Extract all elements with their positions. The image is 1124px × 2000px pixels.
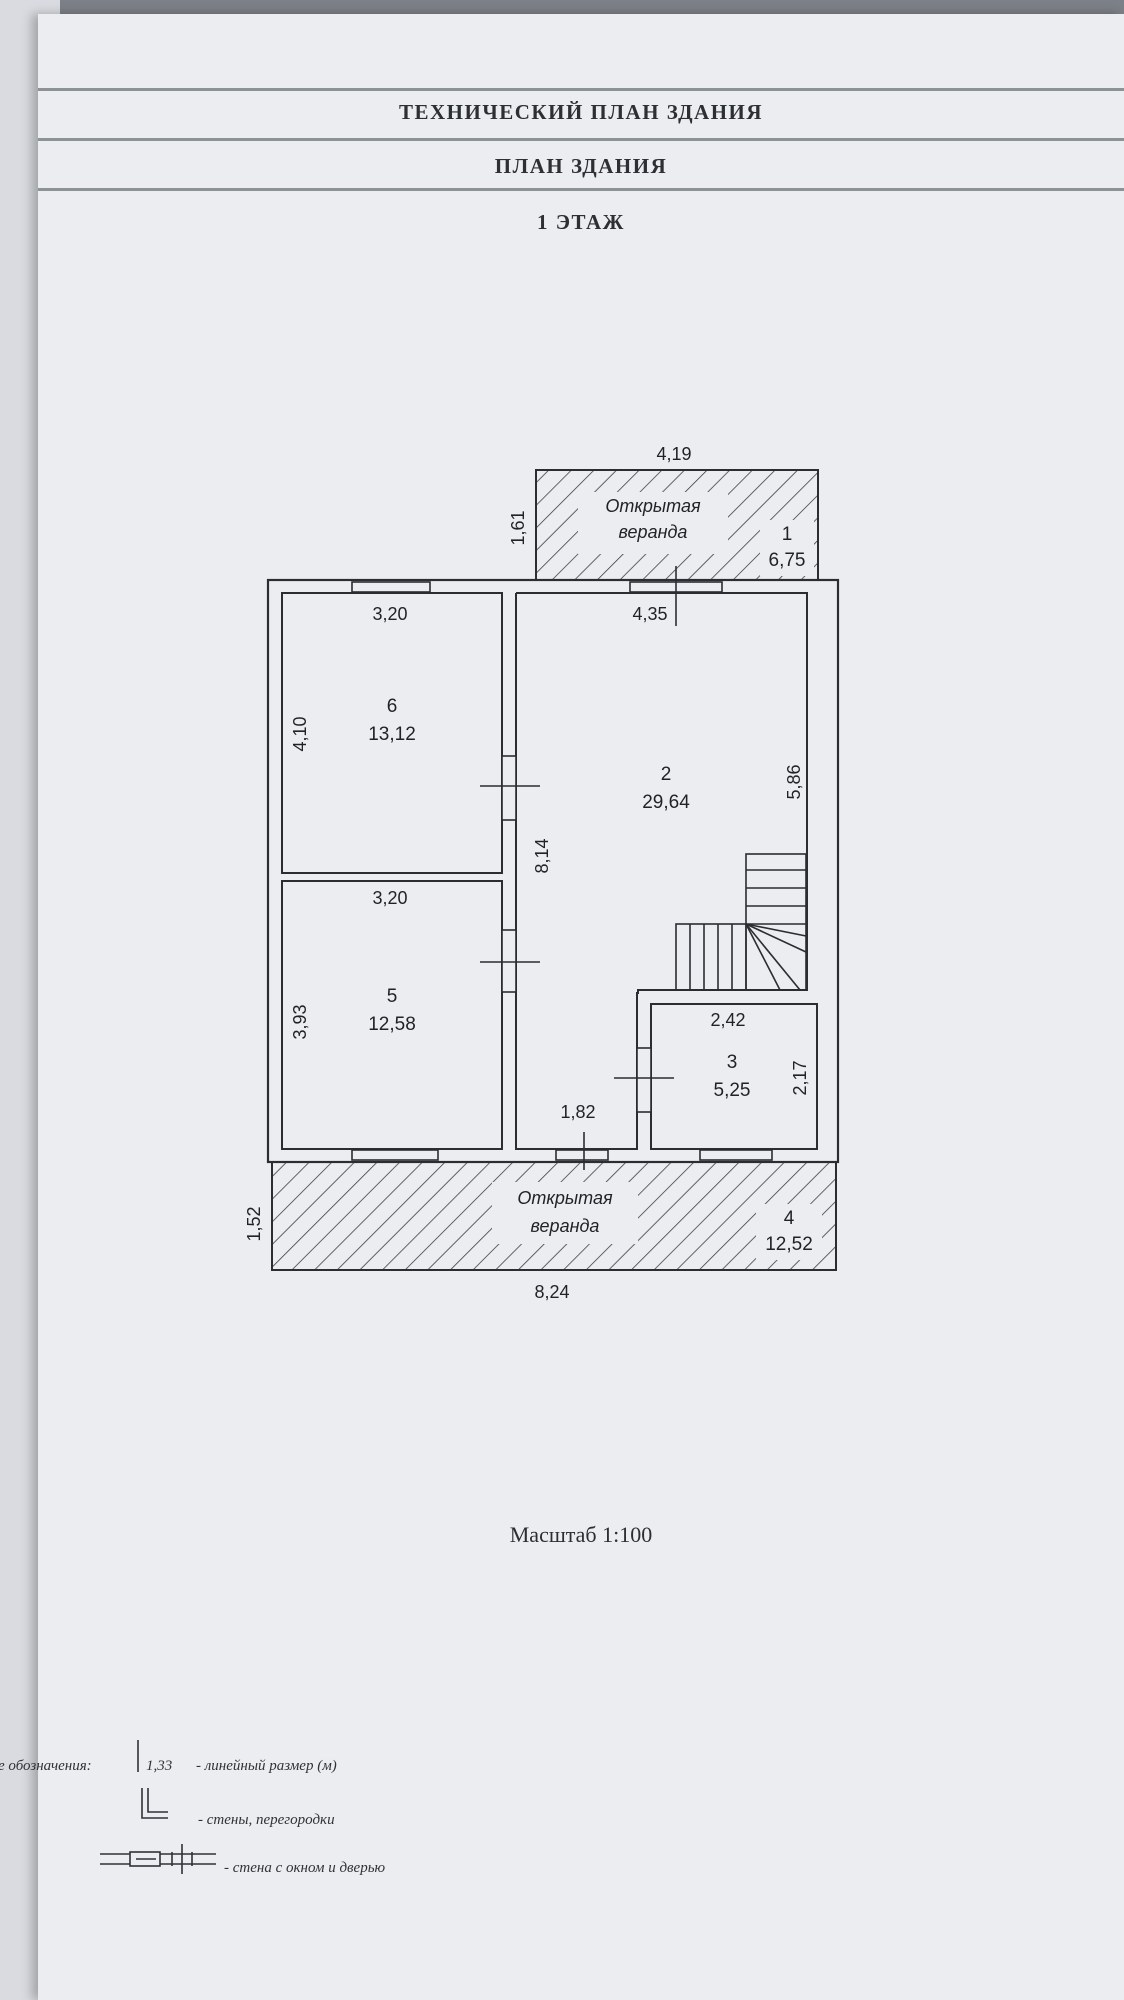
dim-top-veranda-depth: 1,61 — [508, 510, 528, 545]
legend-heading: е обозначения: — [0, 1758, 92, 1774]
room1-name-line2: веранда — [619, 522, 688, 542]
floor-label: 1 ЭТАЖ — [537, 210, 625, 234]
dim-room3-height: 2,17 — [790, 1060, 810, 1095]
dim-top-veranda-width: 4,19 — [656, 444, 691, 464]
dim-room6-width: 3,20 — [372, 604, 407, 624]
legend-linear-label: - линейный размер (м) — [196, 1758, 337, 1774]
room1-area: 6,75 — [769, 550, 806, 571]
building-outline — [266, 578, 840, 1164]
staircase — [675, 853, 807, 991]
document-title: ТЕХНИЧЕСКИЙ ПЛАН ЗДАНИЯ — [398, 100, 764, 124]
room4-label-bg — [756, 1204, 822, 1260]
legend-sample-value: 1,33 — [146, 1758, 173, 1774]
legend-window-door-label: - стена с окном и дверью — [224, 1860, 386, 1876]
bottom-veranda-label-bg — [492, 1182, 638, 1244]
room3-number: 3 — [727, 1052, 738, 1073]
legend-symbols — [100, 1740, 216, 1874]
legend-walls-label: - стены, перегородки — [198, 1812, 335, 1828]
dim-room2-height: 5,86 — [784, 764, 804, 799]
room5-number: 5 — [387, 986, 398, 1007]
room3-area: 5,25 — [714, 1080, 751, 1101]
room-2-outline — [515, 592, 808, 1150]
room2-number: 2 — [661, 764, 672, 785]
room4-area: 12,52 — [765, 1234, 813, 1255]
dim-room6-height: 4,10 — [290, 716, 310, 751]
header-rule-1 — [38, 88, 1124, 91]
room6-number: 6 — [387, 696, 398, 717]
room1-number: 1 — [782, 524, 793, 545]
dim-room2-width: 4,35 — [632, 604, 667, 624]
room4-number: 4 — [784, 1208, 795, 1229]
header-rule-2 — [38, 138, 1124, 141]
room4-name-line2: веранда — [531, 1216, 600, 1236]
dim-bottom-veranda-depth: 1,52 — [244, 1206, 264, 1241]
room2-area: 29,64 — [642, 792, 690, 813]
top-veranda-label-bg — [578, 492, 728, 554]
legend-window-door-icon — [100, 1844, 216, 1874]
dim-corridor-width: 1,82 — [560, 1102, 595, 1122]
room-5-outline — [281, 880, 503, 1150]
legend-wall-icon — [141, 1788, 168, 1819]
dim-total-width: 8,24 — [534, 1282, 569, 1302]
room1-label-bg — [760, 520, 814, 576]
room6-area: 13,12 — [368, 724, 416, 745]
document-subtitle: ПЛАН ЗДАНИЯ — [494, 154, 668, 178]
dim-room3-width: 2,42 — [710, 1010, 745, 1030]
header-rule-3 — [38, 188, 1124, 191]
room1-name-line1: Открытая — [605, 496, 701, 516]
scale-label: Масштаб 1:100 — [509, 1522, 653, 1547]
dim-middle-height: 8,14 — [532, 838, 552, 873]
dim-room5-width: 3,20 — [372, 888, 407, 908]
room4-name-line1: Открытая — [517, 1188, 613, 1208]
doors — [480, 566, 677, 1170]
room-6-outline — [281, 592, 503, 874]
dim-room5-height: 3,93 — [290, 1004, 310, 1039]
room5-area: 12,58 — [368, 1014, 416, 1035]
